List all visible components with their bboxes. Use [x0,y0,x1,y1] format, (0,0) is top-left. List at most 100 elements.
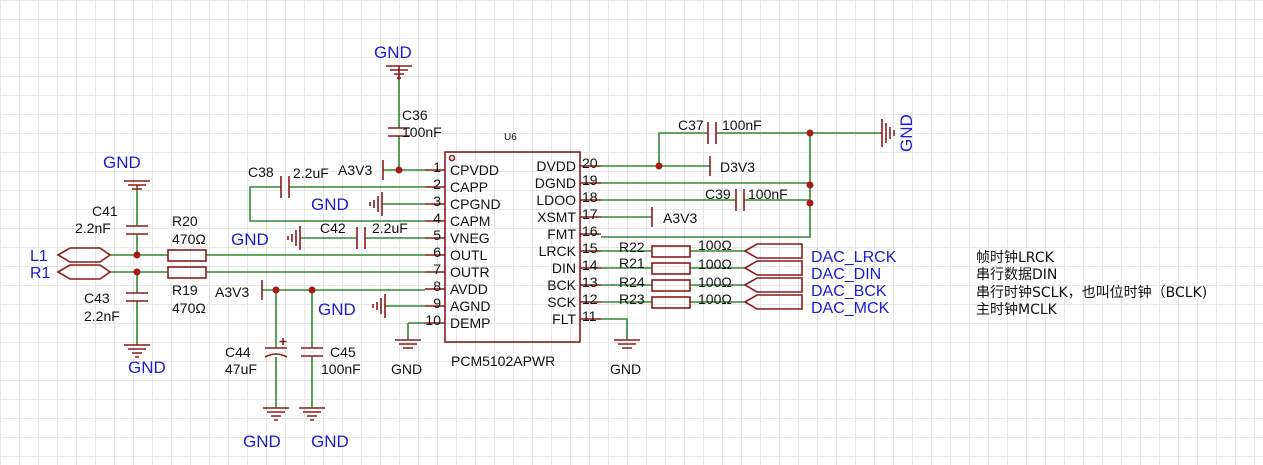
capacitor-c43: C43 2.2nF [84,290,148,324]
gnd-symbol-right: GND [880,114,916,152]
junctions [133,129,814,294]
chip-left-pin-number: 2 [433,176,441,192]
svg-text:2.2uF: 2.2uF [293,165,329,181]
svg-text:A3V3: A3V3 [215,284,249,300]
chip-right-pin-name: DVDD [536,158,576,174]
chip-refdes: U6 [504,132,517,143]
chip-right-pin-number: 19 [582,172,598,188]
chip-left-pin-number: 4 [433,210,441,226]
power-flag-d3v3: D3V3 [709,156,755,176]
resistor-r23: R23 100Ω [619,291,732,309]
port-dac-mck: DAC_MCK [743,294,890,317]
chip-right-pin-name: LRCK [539,243,577,259]
chip-right-pin-name: FLT [552,311,576,327]
chip-left-pin-name: OUTL [450,247,488,263]
svg-text:R23: R23 [619,291,645,307]
svg-text:GND: GND [103,153,141,172]
chip-left-pin-name: CPVDD [450,162,499,178]
svg-text:C43: C43 [84,290,110,306]
chip-left-pin-number: 9 [433,295,441,311]
chip-left-pin-name: OUTR [450,264,490,280]
chip-left-pin-number: 10 [425,312,441,328]
resistor-r24: R24 100Ω [619,274,732,292]
capacitor-c45: C45 100nF [301,344,361,377]
svg-text:100Ω: 100Ω [698,291,732,307]
svg-text:100nF: 100nF [722,117,762,133]
chip-left-pin-name: CAPP [450,179,488,195]
gnd-symbol-left-bottom: GND [124,344,166,377]
svg-text:A3V3: A3V3 [663,210,697,226]
resistor-r22: R22 100Ω [619,237,732,258]
svg-text:GND: GND [128,358,166,377]
chip-right-pin-number: 17 [582,206,598,222]
svg-text:2.2uF: 2.2uF [372,220,408,236]
svg-text:470Ω: 470Ω [172,300,206,316]
chip-left-pin-number: 1 [433,159,441,175]
chip-right-pin-number: 15 [582,240,598,256]
chip-left-pin-number: 5 [433,227,441,243]
chip-left-pin-number: 3 [433,193,441,209]
svg-text:100Ω: 100Ω [698,256,732,272]
svg-text:R22: R22 [619,239,645,255]
chip-right-pin-number: 11 [582,308,597,324]
svg-text:R1: R1 [30,265,51,282]
chip-right-pin-number: 18 [582,189,598,205]
svg-text:C45: C45 [330,344,356,360]
svg-text:GND: GND [311,195,349,214]
power-flag-a3v3-xsmt: A3V3 [651,207,697,227]
svg-text:GND: GND [231,230,269,249]
svg-text:C42: C42 [320,220,346,236]
svg-text:C37: C37 [678,117,704,133]
capacitor-c44: C44 47uF [225,338,288,377]
capacitor-c36: C36 100nF [388,107,442,140]
gnd-symbol-agnd: GND [318,294,386,319]
svg-text:GND: GND [318,300,356,319]
chip-right-pin-number: 14 [582,257,598,273]
resistor-r19: R19 470Ω [167,266,207,316]
svg-text:D3V3: D3V3 [720,159,755,175]
port-dac-bck: DAC_BCK [743,277,887,300]
note-din: 串行数据DIN [976,267,1057,283]
capacitor-c38: C38 2.2uF [248,164,329,198]
svg-text:GND: GND [610,361,641,377]
svg-text:GND: GND [391,361,422,377]
svg-text:470Ω: 470Ω [172,231,206,247]
capacitor-c37: C37 100nF [678,117,762,144]
svg-text:100Ω: 100Ω [698,274,732,290]
svg-text:R19: R19 [172,282,198,298]
gnd-symbol-c44: GND [243,407,289,451]
port-r1: R1 [30,264,112,282]
svg-text:GND: GND [311,432,349,451]
gnd-symbol-c45: GND [299,407,349,451]
chip-left-pin-name: CAPM [450,213,490,229]
chip-left-pin-name: CPGND [450,196,501,212]
svg-text:47uF: 47uF [225,361,257,377]
chip-left-pin-name: AGND [450,298,490,314]
chip-right-pin-name: XSMT [537,209,576,225]
chip-left-pin-number: 7 [433,261,441,277]
chip-body [444,151,581,343]
gnd-symbol-cpgnd: GND [311,192,383,216]
svg-text:C36: C36 [402,107,428,123]
note-sclk: 串行时钟SCLK，也叫位时钟（BCLK) [976,284,1207,301]
port-dac-din: DAC_DIN [743,260,881,283]
svg-text:GND: GND [243,432,281,451]
port-dac-lrck: DAC_LRCK [743,243,897,266]
svg-text:C41: C41 [92,203,118,219]
svg-text:100Ω: 100Ω [698,237,732,253]
chip-right-pin-name: SCK [547,294,576,310]
power-flag-a3v3-pin1: A3V3 [338,160,384,180]
gnd-symbol-top: GND [374,43,412,80]
svg-text:C44: C44 [225,344,251,360]
gnd-symbol-flt: GND [610,339,641,377]
svg-text:GND: GND [374,43,412,62]
svg-text:DAC_DIN: DAC_DIN [811,266,881,283]
chip-right-pin-stubs [580,165,601,320]
svg-text:DAC_LRCK: DAC_LRCK [811,249,897,266]
svg-text:100nF: 100nF [748,186,788,202]
signal-notes: 帧时钟LRCK 串行数据DIN 串行时钟SCLK，也叫位时钟（BCLK) 主时钟… [976,249,1207,318]
gnd-symbol-demp: GND [391,339,422,377]
